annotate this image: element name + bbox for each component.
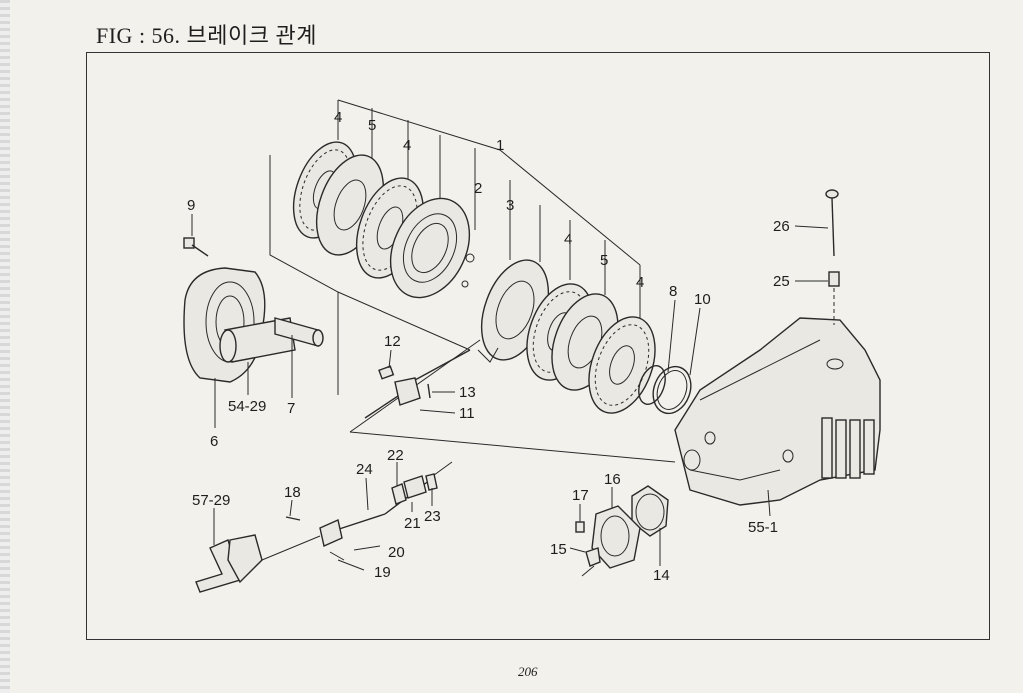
callout-54-29: 54-29: [228, 398, 266, 415]
pin-12: [378, 365, 395, 380]
callout-leaders: [191, 214, 829, 571]
callout-14: 14: [653, 567, 670, 584]
assembly-bracket-lines: [269, 99, 676, 463]
callout-15: 15: [550, 541, 567, 558]
bolt-9: [183, 237, 209, 257]
callout-16: 16: [604, 471, 621, 488]
callout-3: 3: [506, 197, 514, 214]
o-ring-10: [652, 365, 692, 415]
callout-1: 1: [496, 137, 504, 154]
callout-4-d: 4: [636, 274, 644, 291]
callout-9: 9: [187, 197, 195, 214]
binding-edge: [0, 0, 10, 693]
cotter-pin-13: [427, 383, 431, 399]
callout-57-29: 57-29: [192, 492, 230, 509]
callout-23: 23: [424, 508, 441, 525]
callout-8: 8: [669, 283, 677, 300]
callout-4-a: 4: [334, 109, 342, 126]
pin-19-20: [329, 545, 381, 561]
callout-26: 26: [773, 218, 790, 235]
callout-6: 6: [210, 433, 218, 450]
callout-55-1: 55-1: [748, 519, 778, 536]
actuator-rod-11: [364, 349, 471, 419]
snap-ring-8: [638, 365, 666, 405]
brake-pedal-57-29: [195, 534, 321, 593]
pressure-plate-top: [389, 197, 475, 299]
callout-7: 7: [287, 400, 295, 417]
dipstick-26: [825, 189, 839, 257]
callout-18: 18: [284, 484, 301, 501]
callout-4-c: 4: [564, 231, 572, 248]
page-number: 206: [518, 664, 538, 679]
page-title: FIG : 56. 브레이크 관계: [96, 23, 318, 48]
transmission-case-55-1: [674, 317, 881, 506]
callout-19: 19: [374, 564, 391, 581]
callout-13: 13: [459, 384, 476, 401]
turnbuckle-21-22-23: [391, 473, 438, 505]
callout-25: 25: [773, 273, 790, 290]
callout-21: 21: [404, 515, 421, 532]
callout-12: 12: [384, 333, 401, 350]
callout-24: 24: [356, 461, 373, 478]
callout-11: 11: [459, 405, 475, 422]
bolt-17: [575, 521, 585, 533]
callout-10: 10: [694, 291, 711, 308]
pin-15: [581, 547, 601, 577]
diagram-frame: [86, 52, 990, 640]
callout-17: 17: [572, 487, 589, 504]
callout-22: 22: [387, 447, 404, 464]
bolt-18: [285, 516, 301, 521]
callout-20: 20: [388, 544, 405, 561]
callout-labels: 1 2 3 4 4 4 4 5 5 6 7 8 9 10 11 12 13 14…: [187, 109, 790, 584]
callout-5-a: 5: [368, 117, 376, 134]
plug-25: [828, 271, 840, 325]
pin-7: [274, 317, 324, 347]
callout-4-b: 4: [403, 137, 411, 154]
gasket-plate-16: [591, 505, 641, 569]
callout-5-b: 5: [600, 252, 608, 269]
callout-2: 2: [474, 180, 482, 197]
